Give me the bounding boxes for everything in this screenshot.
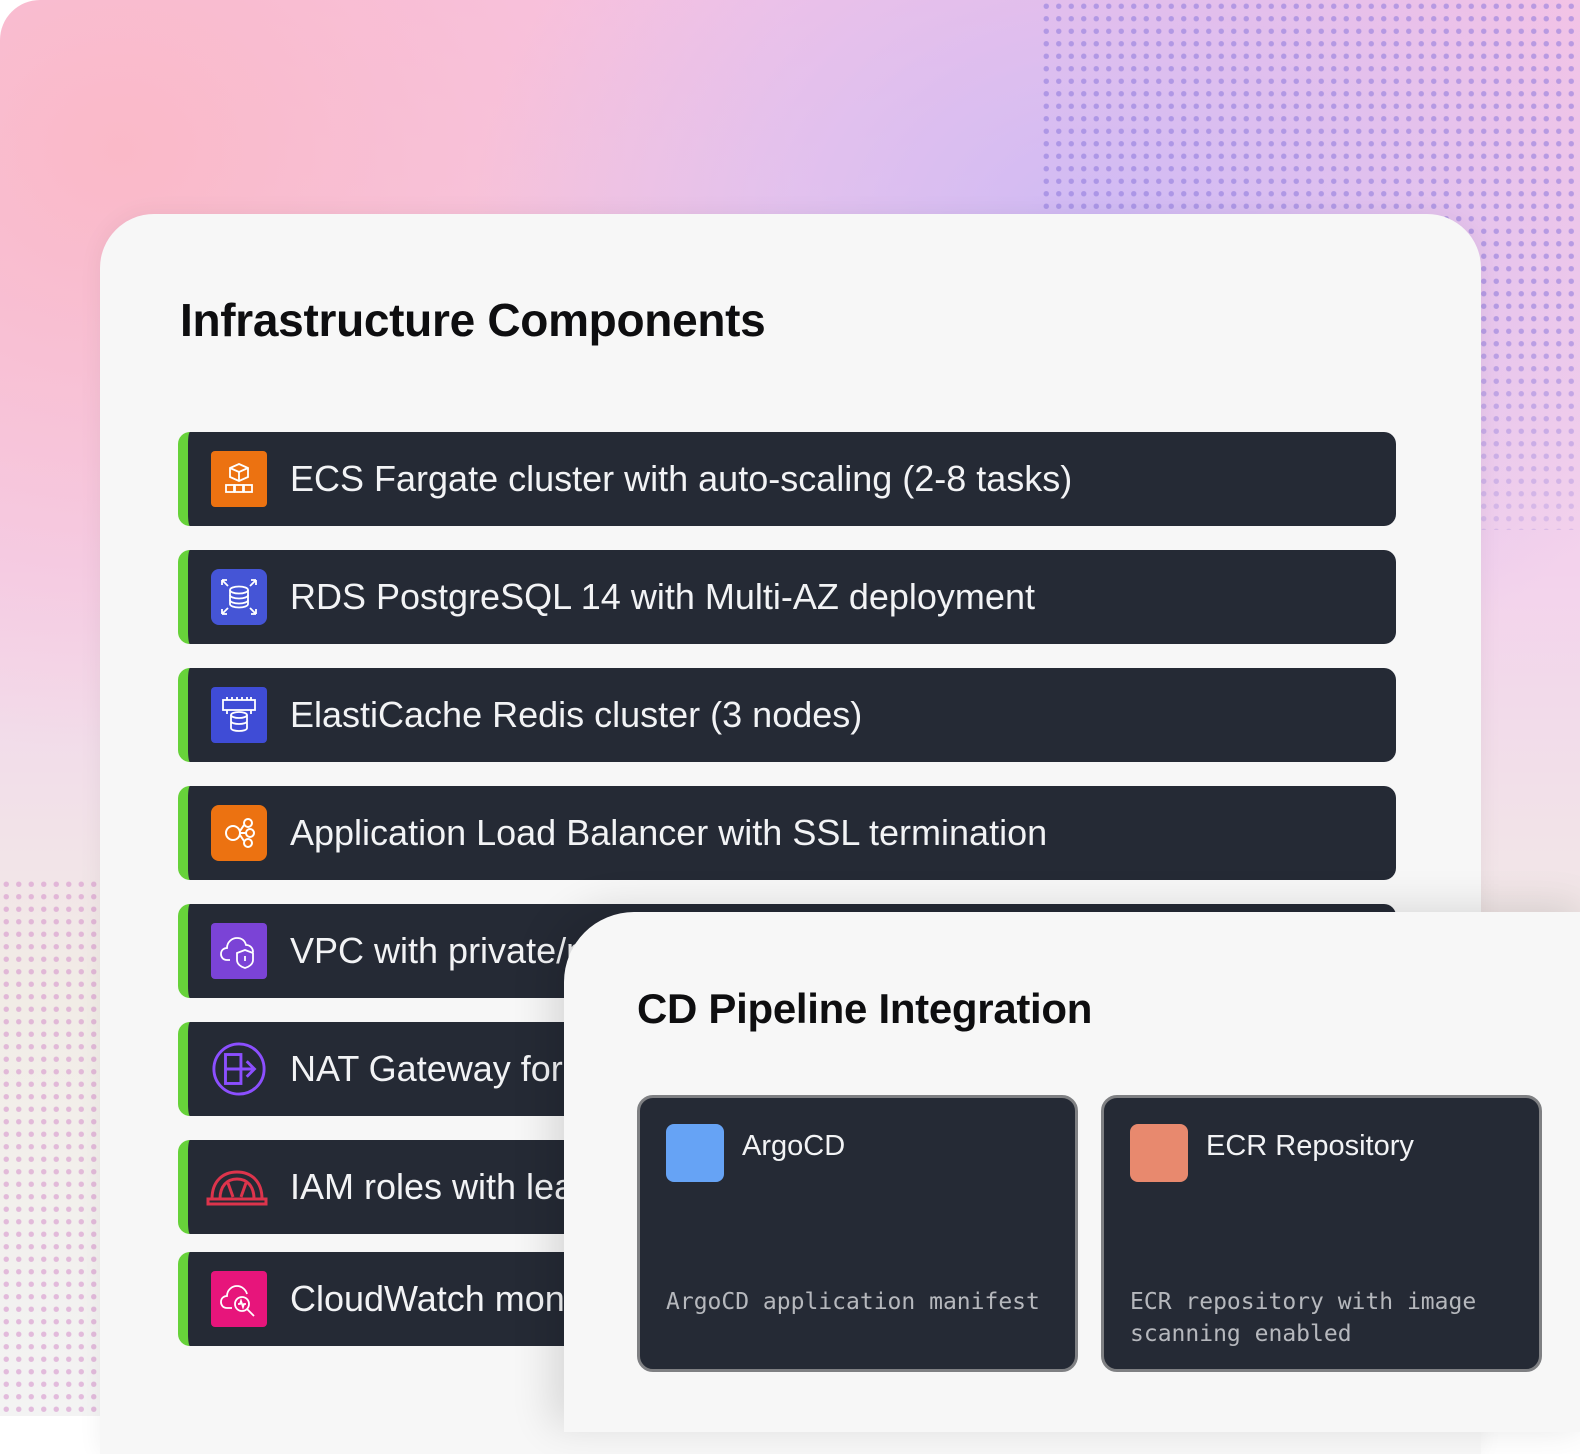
cloudwatch-icon bbox=[211, 1271, 267, 1327]
ecs-fargate-icon bbox=[211, 451, 267, 507]
nat-gateway-icon bbox=[211, 1041, 267, 1097]
pipeline-card-description: ECR repository with image scanning enabl… bbox=[1130, 1289, 1477, 1347]
item-label: ElastiCache Redis cluster (3 nodes) bbox=[290, 694, 863, 735]
pipeline-card-ecr[interactable]: ECR Repository ECR repository with image… bbox=[1101, 1095, 1542, 1372]
pipeline-card-name: ECR Repository bbox=[1206, 1130, 1414, 1162]
rds-database-icon bbox=[211, 569, 267, 625]
dot-pattern-bottom-left bbox=[0, 878, 100, 1416]
pipeline-card-description: ArgoCD application manifest bbox=[666, 1289, 1040, 1315]
list-item-ecs[interactable]: ECS Fargate cluster with auto-scaling (2… bbox=[178, 432, 1396, 526]
item-label: ECS Fargate cluster with auto-scaling (2… bbox=[290, 458, 1073, 499]
item-label: Application Load Balancer with SSL termi… bbox=[290, 812, 1048, 853]
elasticache-icon bbox=[211, 687, 267, 743]
argocd-color-swatch bbox=[666, 1124, 724, 1182]
list-item-load-balancer[interactable]: Application Load Balancer with SSL termi… bbox=[178, 786, 1396, 880]
list-item-elasticache[interactable]: ElastiCache Redis cluster (3 nodes) bbox=[178, 668, 1396, 762]
item-label: RDS PostgreSQL 14 with Multi-AZ deployme… bbox=[290, 576, 1035, 617]
iam-role-icon bbox=[206, 1159, 268, 1215]
pipeline-card-name: ArgoCD bbox=[742, 1130, 846, 1162]
pipeline-card-argocd[interactable]: ArgoCD ArgoCD application manifest bbox=[637, 1095, 1078, 1372]
ecr-color-swatch bbox=[1130, 1124, 1188, 1182]
cd-pipeline-title: CD Pipeline Integration bbox=[637, 985, 1093, 1032]
list-item-rds[interactable]: RDS PostgreSQL 14 with Multi-AZ deployme… bbox=[178, 550, 1396, 644]
load-balancer-icon bbox=[211, 805, 267, 861]
vpc-icon bbox=[211, 923, 267, 979]
infrastructure-title: Infrastructure Components bbox=[180, 294, 766, 346]
